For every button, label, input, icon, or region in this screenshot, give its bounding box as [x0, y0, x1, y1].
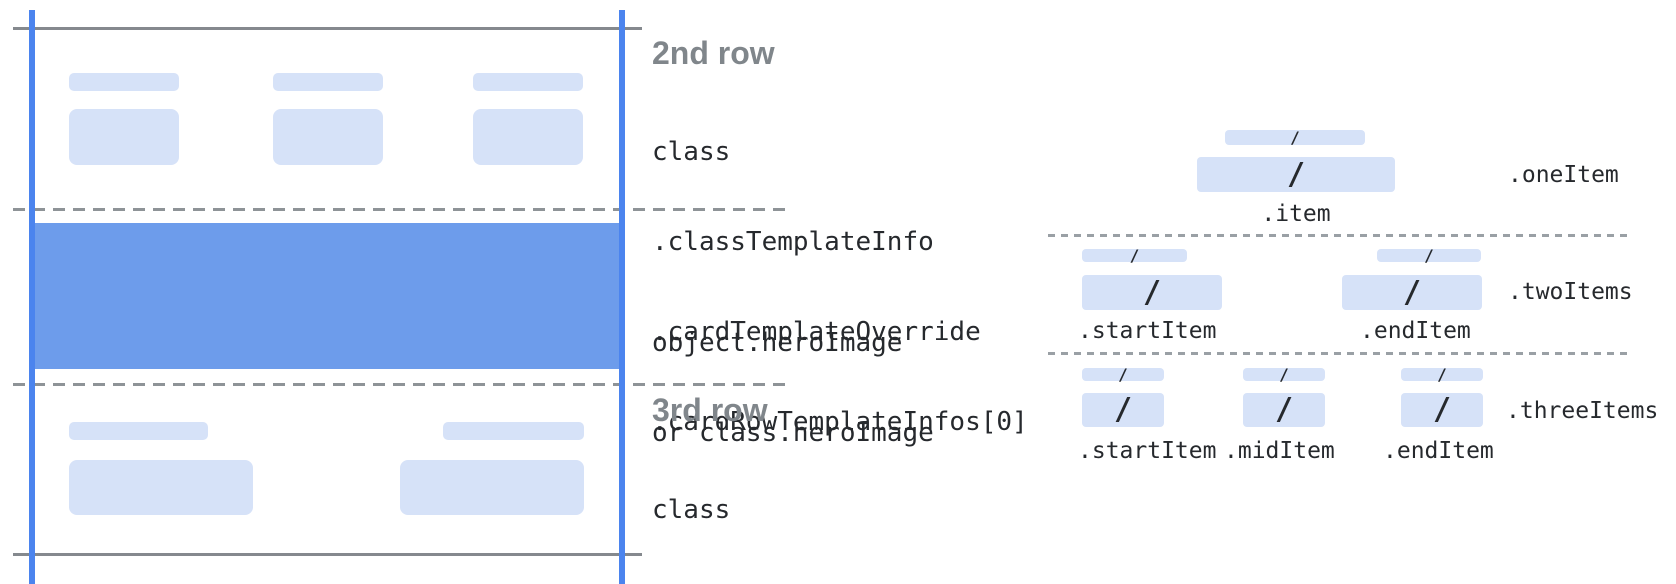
three-items-start-value-bar: /: [1082, 393, 1164, 427]
row3-heading: 3rd row: [652, 392, 768, 428]
three-items-mid-value-bar: /: [1243, 393, 1325, 427]
slash-glyph: /: [1424, 245, 1434, 265]
row3-start-label-bar: [69, 422, 208, 440]
row2-code-line-1: class: [652, 137, 731, 167]
hero-image-placeholder: [35, 223, 619, 369]
right-guide-line: [619, 10, 625, 584]
row2-col2-label-bar: [273, 73, 383, 91]
row2-code-block: class .classTemplateInfo .cardTemplateOv…: [652, 77, 1028, 497]
slash-glyph: /: [1129, 245, 1140, 265]
hero-row3-dashed-divider: [13, 383, 793, 386]
row2-col2-value-box: [273, 109, 383, 165]
one-item-row-label: .oneItem: [1508, 162, 1619, 188]
hero-code-line-1: object.heroImage: [652, 328, 903, 358]
slash-glyph: /: [1432, 392, 1452, 427]
three-items-row-label: .threeItems: [1506, 398, 1659, 424]
row3-end-label-bar: [443, 422, 584, 440]
left-guide-line: [29, 10, 35, 584]
three-items-mid-label-bar: /: [1243, 364, 1325, 384]
one-two-dashed-divider: [1048, 234, 1630, 237]
two-items-start-label-bar: /: [1082, 245, 1187, 265]
three-items-start-label-bar: /: [1082, 364, 1164, 384]
row3-end-value-box: [400, 460, 584, 515]
row3-start-value-box: [69, 460, 253, 515]
row2-hero-dashed-divider: [13, 208, 793, 211]
hero-code-block: object.heroImage or class.heroImage: [652, 268, 934, 508]
one-item-value-bar: /: [1197, 157, 1395, 192]
slash-glyph: /: [1113, 392, 1133, 427]
slash-glyph: /: [1142, 274, 1162, 310]
row2-col3-label-bar: [473, 73, 583, 91]
card-top-border-line: [13, 27, 642, 30]
three-items-end-label-bar: /: [1401, 364, 1483, 384]
card-bottom-border-line: [13, 553, 642, 556]
row2-code-line-3: .cardTemplateOverride: [652, 317, 981, 347]
row2-code-line-2: .classTemplateInfo: [652, 227, 934, 257]
row2-col1-value-box: [69, 109, 179, 165]
row2-col1-label-bar: [69, 73, 179, 91]
hero-code-line-2: or class.heroImage: [652, 418, 934, 448]
three-items-mid-sub-label: .midItem: [1224, 438, 1335, 464]
row2-col3-value-box: [473, 109, 583, 165]
one-item-label-bar: /: [1225, 127, 1365, 147]
three-items-end-value-bar: /: [1401, 393, 1483, 427]
two-items-start-value-bar: /: [1082, 275, 1222, 310]
two-three-dashed-divider: [1048, 352, 1630, 355]
row2-heading: 2nd row: [652, 35, 775, 71]
two-items-start-sub-label: .startItem: [1078, 318, 1217, 344]
row3-code-block: class .classTemplateInfo .cardTemplateOv…: [652, 435, 1028, 584]
two-items-end-value-bar: /: [1342, 275, 1482, 310]
slash-glyph: /: [1437, 364, 1447, 384]
slash-glyph: /: [1402, 274, 1422, 310]
row2-code-line-4: .cardRowTemplateInfos[0]: [652, 407, 1028, 437]
two-items-end-sub-label: .endItem: [1360, 318, 1471, 344]
slash-glyph: /: [1279, 364, 1289, 384]
slash-glyph: /: [1118, 364, 1128, 384]
slash-glyph: /: [1286, 156, 1306, 192]
three-items-end-sub-label: .endItem: [1383, 438, 1494, 464]
two-items-end-label-bar: /: [1377, 245, 1481, 265]
two-items-row-label: .twoItems: [1508, 279, 1633, 305]
row3-code-line-1: class: [652, 495, 731, 525]
slash-glyph: /: [1290, 127, 1300, 147]
slash-glyph: /: [1274, 392, 1294, 427]
one-item-sub-label: .item: [1261, 201, 1331, 227]
three-items-start-sub-label: .startItem: [1078, 438, 1217, 464]
